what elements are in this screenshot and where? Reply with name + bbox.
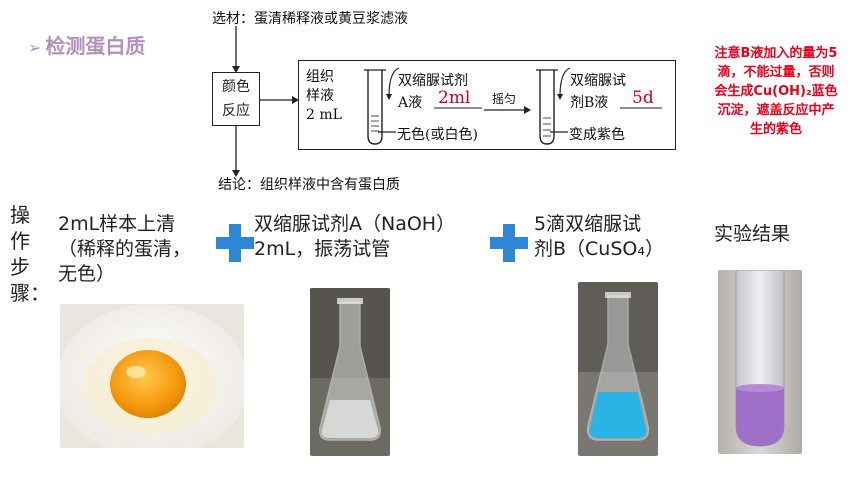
step1-line1: 2mL样本上清 — [58, 213, 176, 235]
step1-line2: （稀释的蛋清， — [58, 238, 192, 260]
steps-char-2: 作 — [10, 229, 30, 253]
procedure-box — [298, 60, 676, 150]
amount-b: 5d — [632, 88, 654, 108]
test-tube-2 — [536, 69, 558, 145]
shake-label: 摇匀 — [492, 92, 517, 106]
steps-char-1: 操 — [10, 203, 30, 227]
steps-label: 操 作 步 骤： — [10, 202, 50, 306]
step1-line3: 无色） — [58, 263, 116, 285]
dropper-arrow-2 — [557, 67, 571, 100]
underline-a — [434, 107, 482, 109]
sample-line3: 2 mL — [306, 107, 342, 123]
colorless-text: 无色(或白色) — [397, 127, 478, 143]
steps-char-4: 骤： — [10, 281, 50, 305]
reagent-b-liquid: 剂B液 — [570, 95, 609, 111]
underline-b — [620, 107, 662, 109]
reagent-a-label: 双缩脲试剂 — [398, 73, 468, 89]
flow-arrows — [232, 26, 240, 177]
sample-label: 组织 样液 2 mL — [306, 68, 342, 125]
conclusion-text: 结论：组织样液中含有蛋白质 — [218, 177, 400, 193]
amount-a: 2ml — [438, 88, 471, 108]
section-title: ➢检测蛋白质 — [28, 30, 145, 59]
material-text: 选材：蛋清稀释液或黄豆浆滤液 — [212, 11, 408, 27]
step3-text: 5滴双缩脲试 剂B（CuSO₄） — [534, 212, 704, 262]
test-tube-1 — [364, 69, 386, 145]
connector-arrow — [260, 96, 299, 104]
steps-char-3: 步 — [10, 255, 30, 279]
step3-line1: 5滴双缩脲试 — [534, 213, 642, 235]
step2-line2: 2mL，振荡试管 — [254, 238, 391, 260]
reagent-a-liquid: A液 — [398, 95, 423, 111]
step2-line1: 双缩脲试剂A（NaOH） — [254, 213, 456, 235]
reagent-b-label: 双缩脲试 — [570, 73, 626, 89]
pointer-purple — [550, 131, 568, 133]
reaction-box-line1: 颜色 — [222, 79, 250, 95]
flask-blue-image — [578, 282, 658, 456]
step2-text: 双缩脲试剂A（NaOH） 2mL，振荡试管 — [254, 212, 504, 262]
reaction-box-line2: 反应 — [222, 103, 250, 119]
egg-bowl-image — [60, 304, 244, 448]
step3-line2: 剂B（CuSO₄） — [534, 238, 664, 260]
step1-text: 2mL样本上清 （稀释的蛋清， 无色） — [58, 212, 248, 287]
sample-line2: 样液 — [306, 88, 334, 104]
plus-icon — [490, 224, 528, 262]
shake-arrow — [484, 106, 531, 114]
pointer-colorless — [378, 131, 396, 133]
reaction-box: 颜色 反应 — [212, 72, 260, 126]
flask-clear-image — [310, 288, 390, 456]
sample-line1: 组织 — [306, 69, 334, 85]
test-tube-result-image — [718, 270, 802, 454]
result-label: 实验结果 — [714, 223, 791, 245]
dropper-arrow-1 — [386, 67, 400, 100]
triangle-bullet-icon: ➢ — [28, 38, 42, 57]
section-title-text: 检测蛋白质 — [45, 34, 146, 58]
purple-text: 变成紫色 — [569, 127, 625, 143]
warning-note: 注意B液加入的量为5滴，不能过量，否则会生成Cu(OH)₂蓝色沉淀，遮盖反应中产… — [714, 46, 838, 137]
plus-icon — [216, 224, 254, 262]
